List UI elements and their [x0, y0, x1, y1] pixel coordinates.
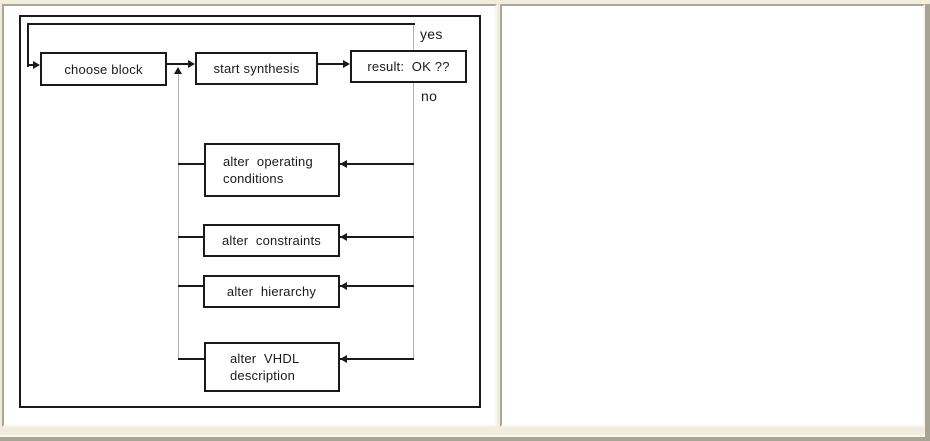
window-bottom-edge	[0, 437, 930, 441]
start-to-result-line	[318, 63, 344, 65]
node-alter-operating-conditions: alter operating conditions	[204, 143, 340, 197]
vhdl-right-line	[340, 358, 414, 360]
arrow-into-choose-block	[33, 61, 40, 69]
arrow-rerun-synthesis	[174, 67, 182, 74]
arrow-into-operating	[340, 160, 347, 168]
node-alter-vhdl-description: alter VHDL description	[204, 342, 340, 392]
no-branch-label: no	[421, 88, 438, 104]
bottom-edge-highlight	[0, 435, 930, 437]
node-alter-hierarchy: alter hierarchy	[203, 275, 340, 308]
yes-branch-label: yes	[420, 26, 443, 42]
constraints-right-line	[340, 236, 414, 238]
arrow-into-start-synthesis	[188, 60, 195, 68]
constraints-left-stub	[178, 236, 204, 238]
no-branch-vertical	[413, 25, 414, 359]
node-start-synthesis: start synthesis	[195, 52, 318, 85]
operating-right-line	[340, 163, 414, 165]
yes-loop-top-line	[27, 23, 415, 25]
hierarchy-right-line	[340, 285, 414, 287]
feedback-line-left-vertical	[178, 73, 179, 360]
node-alter-constraints: alter constraints	[203, 224, 340, 257]
arrow-into-hierarchy	[340, 282, 347, 290]
node-result-ok: result: OK ??	[350, 50, 467, 83]
vhdl-left-stub	[178, 358, 205, 360]
flowchart-border	[19, 15, 481, 408]
arrow-into-constraints	[340, 233, 347, 241]
right-panel	[500, 4, 925, 427]
hierarchy-left-stub	[178, 285, 204, 287]
operating-left-stub	[178, 163, 205, 165]
window-right-edge	[925, 4, 930, 441]
arrow-into-result	[343, 60, 350, 68]
choose-to-start-line	[167, 63, 190, 65]
node-choose-block: choose block	[40, 52, 167, 86]
arrow-into-vhdl	[340, 355, 347, 363]
yes-loop-stub	[27, 64, 36, 66]
yes-loop-left-vertical	[27, 23, 29, 67]
